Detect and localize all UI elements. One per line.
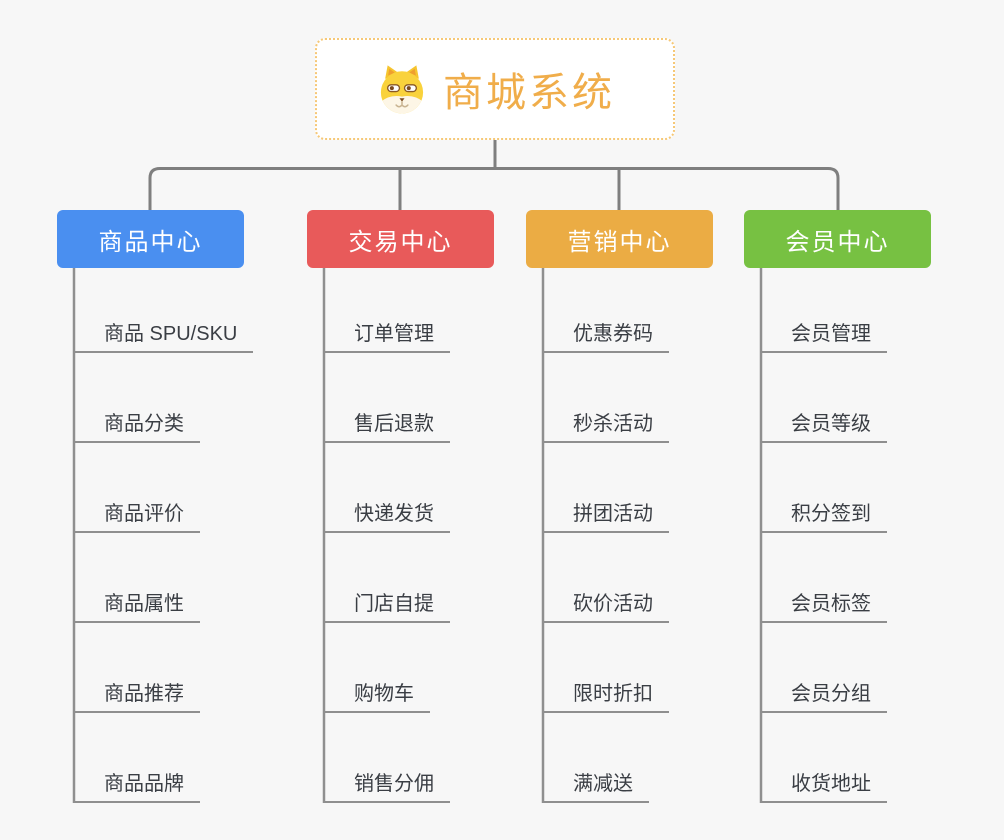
child-node[interactable]: 满减送 [543, 713, 649, 803]
child-node[interactable]: 积分签到 [761, 443, 887, 533]
child-node[interactable]: 会员等级 [761, 353, 887, 443]
branch-children: 会员管理会员等级积分签到会员标签会员分组收货地址 [761, 268, 887, 803]
child-node[interactable]: 商品评价 [74, 443, 200, 533]
child-node[interactable]: 快递发货 [324, 443, 450, 533]
child-node[interactable]: 砍价活动 [543, 533, 669, 623]
child-node[interactable]: 优惠券码 [543, 268, 669, 353]
child-node[interactable]: 商品品牌 [74, 713, 200, 803]
child-node[interactable]: 收货地址 [761, 713, 887, 803]
child-node[interactable]: 会员标签 [761, 533, 887, 623]
shiba-dog-icon [380, 65, 424, 114]
child-node[interactable]: 商品 SPU/SKU [74, 268, 254, 353]
branch-children: 优惠券码秒杀活动拼团活动砍价活动限时折扣满减送 [543, 268, 669, 803]
root-node[interactable]: 商城系统 [315, 38, 675, 140]
child-node[interactable]: 会员管理 [761, 268, 887, 353]
child-node[interactable]: 会员分组 [761, 623, 887, 713]
branch-node-3[interactable]: 营销中心 [526, 210, 713, 268]
child-node[interactable]: 商品分类 [74, 353, 200, 443]
child-node[interactable]: 限时折扣 [543, 623, 669, 713]
child-node[interactable]: 拼团活动 [543, 443, 669, 533]
child-node[interactable]: 购物车 [324, 623, 430, 713]
child-node[interactable]: 售后退款 [324, 353, 450, 443]
branch-node-1[interactable]: 商品中心 [57, 210, 244, 268]
child-node[interactable]: 商品推荐 [74, 623, 200, 713]
child-node[interactable]: 门店自提 [324, 533, 450, 623]
branch-node-4[interactable]: 会员中心 [744, 210, 931, 268]
branch-node-2[interactable]: 交易中心 [307, 210, 494, 268]
top-connector-line [148, 167, 840, 212]
branch-children: 订单管理售后退款快递发货门店自提购物车销售分佣 [324, 268, 450, 803]
root-title: 商城系统 [443, 71, 615, 115]
child-node[interactable]: 秒杀活动 [543, 353, 669, 443]
child-node[interactable]: 商品属性 [74, 533, 200, 623]
child-node[interactable]: 销售分佣 [324, 713, 450, 803]
child-node[interactable]: 订单管理 [324, 268, 450, 353]
